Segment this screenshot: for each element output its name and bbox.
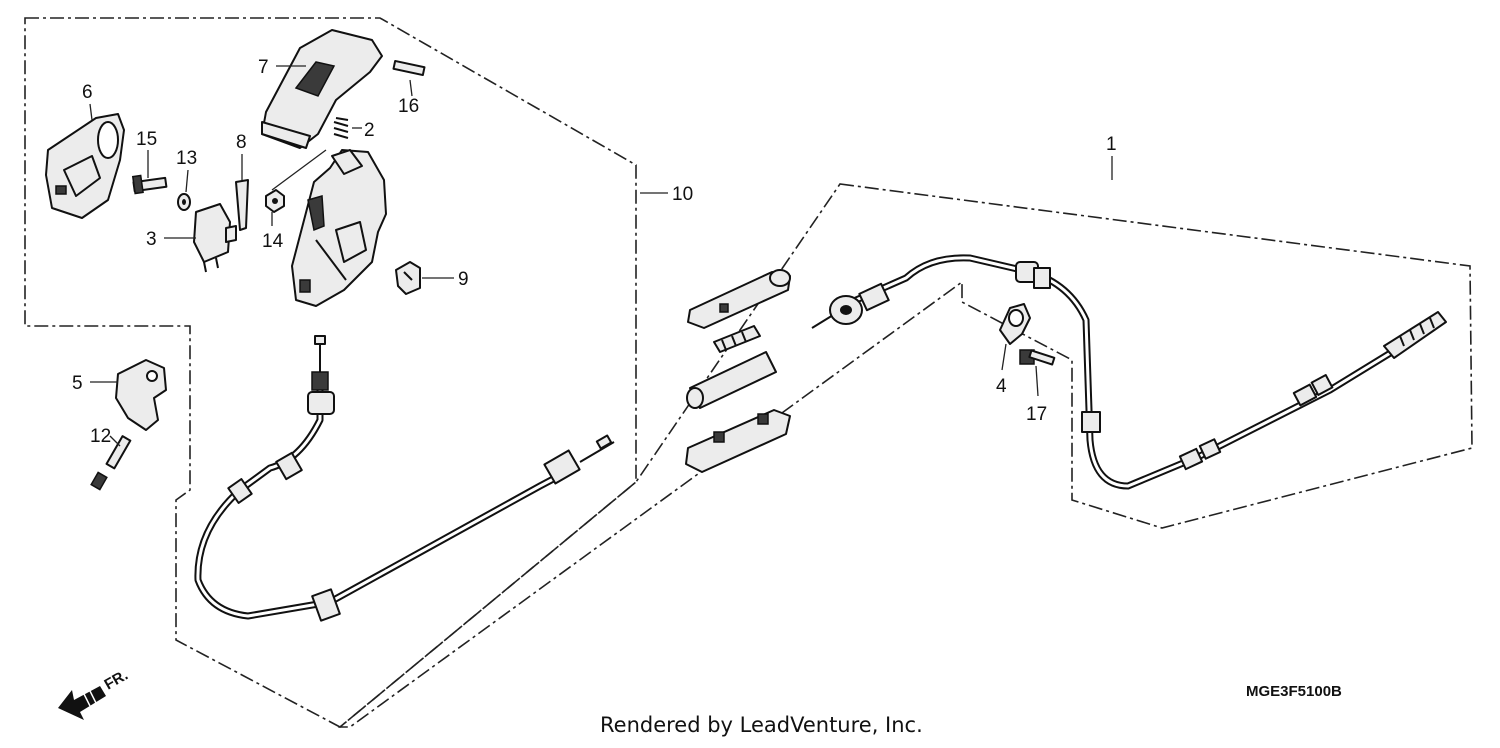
callout-2: 2 bbox=[364, 120, 375, 141]
cable-spring-part bbox=[713, 325, 761, 353]
bracket-part-5 bbox=[115, 359, 167, 431]
group-1-boundary bbox=[337, 183, 1473, 728]
bolt-part-12 bbox=[90, 435, 132, 491]
main-cable bbox=[811, 254, 1447, 490]
cable-guide-part-4 bbox=[999, 303, 1031, 345]
callout-14: 14 bbox=[262, 231, 284, 252]
cable-joint-upper-part bbox=[687, 269, 791, 329]
spring-part-2 bbox=[333, 117, 349, 139]
callout-15: 15 bbox=[136, 129, 157, 150]
pin-part-16 bbox=[392, 59, 426, 77]
leader-lines bbox=[89, 65, 1113, 447]
callout-13: 13 bbox=[176, 148, 197, 169]
spring-plate-part-8 bbox=[235, 179, 249, 231]
callout-3: 3 bbox=[146, 229, 157, 250]
callout-17: 17 bbox=[1026, 404, 1047, 425]
diagram-code: MGE3F5100B bbox=[1246, 683, 1342, 700]
callout-9: 9 bbox=[458, 269, 469, 290]
lever-cable bbox=[194, 335, 615, 622]
callout-5: 5 bbox=[72, 373, 83, 394]
front-direction-arrow: FR. bbox=[58, 667, 131, 720]
handle-cover-part bbox=[45, 113, 125, 219]
bolt-part-15 bbox=[131, 174, 168, 195]
front-arrow-label: FR. bbox=[102, 667, 131, 694]
cable-sleeve-part bbox=[686, 351, 777, 409]
callout-4: 4 bbox=[996, 376, 1007, 397]
callout-12: 12 bbox=[90, 426, 111, 447]
callout-10: 10 bbox=[672, 184, 693, 205]
switch-part-3 bbox=[193, 203, 237, 273]
clip-part-9 bbox=[395, 261, 421, 295]
washer-part-13 bbox=[177, 193, 191, 211]
group-10-boundary bbox=[24, 17, 637, 728]
callout-7: 7 bbox=[258, 57, 269, 78]
callout-6: 6 bbox=[82, 82, 93, 103]
cable-joint-lower-part bbox=[685, 409, 791, 473]
render-credit: Rendered by LeadVenture, Inc. bbox=[600, 713, 923, 737]
lever-part-7 bbox=[261, 29, 383, 149]
callout-16: 16 bbox=[398, 96, 419, 117]
callout-8: 8 bbox=[236, 132, 247, 153]
nut-part-14 bbox=[265, 189, 285, 213]
lever-housing-part bbox=[291, 149, 387, 307]
front-arrow-hatch bbox=[83, 690, 97, 707]
bolt-part-17 bbox=[1019, 349, 1056, 366]
callout-1: 1 bbox=[1106, 134, 1117, 155]
